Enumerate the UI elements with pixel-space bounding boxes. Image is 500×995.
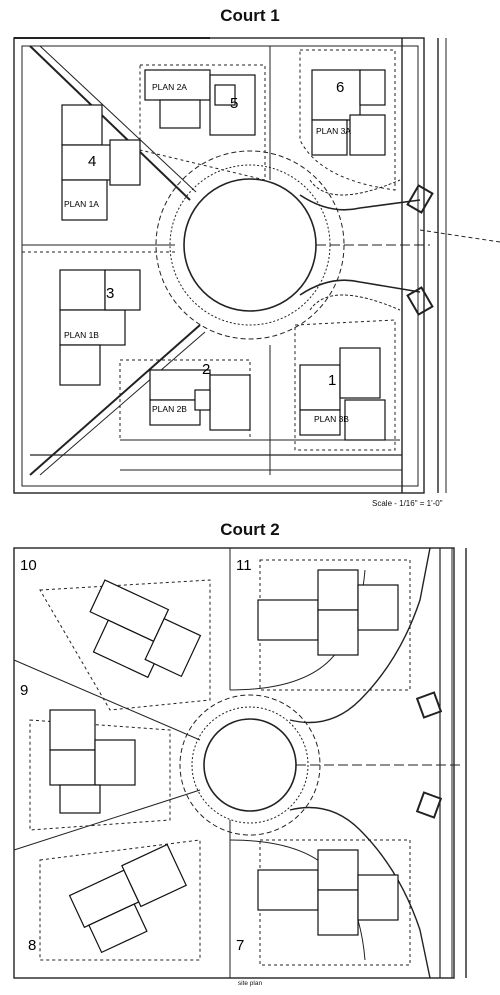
lot-3-plan-label: PLAN 1B (64, 330, 99, 340)
lot-11-number: 11 (236, 557, 252, 574)
lot-4-plan-label: PLAN 1A (64, 199, 99, 209)
house-lot-1 (299, 347, 386, 441)
court-2-site-plan: 10 9 8 11 7 (13, 547, 467, 979)
lot-3-number: 3 (106, 285, 114, 302)
lot-4-number: 4 (88, 153, 96, 170)
lot-2-plan-label: PLAN 2B (152, 404, 187, 414)
court-2-title: Court 2 (220, 520, 280, 539)
house-lot-4 (61, 104, 141, 221)
court-2-boundary (13, 547, 455, 979)
lot-1-number: 1 (328, 372, 336, 389)
court-1-boundary (13, 37, 425, 494)
house-lot-6 (311, 69, 386, 156)
house-lot-9 (49, 709, 136, 814)
site-plan-caption: site plan (237, 980, 263, 987)
court-2-cul-de-sac (203, 718, 297, 812)
house-lot-3 (59, 269, 141, 386)
house-lot-5 (144, 69, 256, 136)
lot-9-number: 9 (20, 682, 28, 699)
lot-10-number: 10 (20, 557, 37, 574)
house-lot-7 (257, 849, 399, 936)
scale-note: Scale - 1/16" = 1'-0" (372, 499, 443, 508)
house-lot-11 (257, 569, 399, 656)
court-1-site-plan: 5 PLAN 2A 4 PLAN 1A 6 PLAN 3A 3 PLAN 1B … (13, 37, 500, 494)
lot-5-plan-label: PLAN 2A (152, 82, 187, 92)
lot-8-number: 8 (28, 937, 36, 954)
lot-2-number: 2 (202, 361, 210, 378)
court-1-title: Court 1 (220, 6, 280, 25)
house-lot-2 (149, 369, 251, 431)
lot-6-plan-label: PLAN 3A (316, 126, 351, 136)
lot-7-number: 7 (236, 937, 244, 954)
court-1-inner-boundary (21, 45, 419, 487)
house-lot-8 (68, 843, 187, 954)
lot-6-number: 6 (336, 79, 344, 96)
house-lot-10 (89, 579, 202, 679)
court-1-cul-de-sac (183, 178, 317, 312)
lot-1-plan-label: PLAN 3B (314, 414, 349, 424)
lot-5-number: 5 (230, 95, 238, 112)
